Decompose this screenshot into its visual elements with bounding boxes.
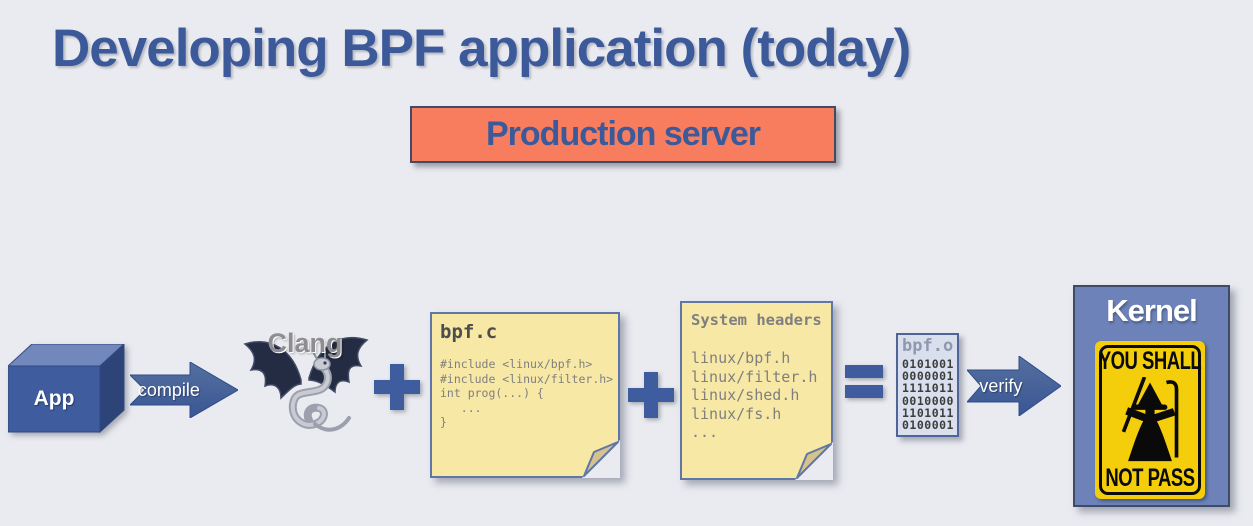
- kernel-title: Kernel: [1106, 293, 1197, 328]
- production-server-banner: Production server: [410, 106, 836, 163]
- binary-line: 1111011: [902, 381, 954, 396]
- verify-arrow: verify: [965, 355, 1062, 417]
- header-line: linux/shed.h: [691, 386, 800, 404]
- code-line: int prog(...) {: [440, 386, 544, 400]
- header-line: ...: [691, 423, 719, 441]
- production-server-label: Production server: [486, 115, 761, 153]
- plus-icon: [374, 364, 420, 410]
- gandalf-wizard-icon: [1121, 376, 1179, 461]
- header-line: linux/bpf.h: [691, 349, 791, 367]
- compile-label: compile: [137, 379, 200, 400]
- binary-line: 0000001: [902, 369, 954, 384]
- folded-corner: [582, 440, 620, 478]
- app-label: App: [33, 387, 75, 410]
- bpfc-note: bpf.c #include <linux/bpf.h> #include <l…: [430, 312, 620, 478]
- code-line: }: [440, 415, 447, 429]
- you-shall-not-pass-sign: YOU SHALL NOT PASS: [1095, 341, 1205, 499]
- binary-line: 0100001: [902, 418, 954, 433]
- code-line: #include <linux/bpf.h>: [440, 357, 593, 371]
- bpfo-box: bpf.o 0101001 0000001 1111011 0010000 11…: [896, 333, 959, 437]
- kernel-box: Kernel YOU SHALL NOT PASS: [1073, 285, 1230, 507]
- sign-bottom-text: NOT PASS: [1105, 463, 1195, 492]
- bpfo-title: bpf.o: [902, 336, 954, 356]
- code-line: ...: [440, 400, 482, 415]
- clang-dragon-icon: [243, 336, 369, 432]
- clang-label: Clang: [267, 328, 343, 358]
- equals-icon: [845, 365, 883, 399]
- cube-shape: [6, 342, 126, 434]
- verify-label: verify: [979, 375, 1023, 396]
- plus-icon: [628, 372, 674, 418]
- app-box: App: [6, 342, 126, 436]
- system-headers-note: System headers linux/bpf.h linux/filter.…: [680, 301, 833, 480]
- folded-corner: [795, 442, 833, 480]
- bpfc-note-title: bpf.c: [440, 321, 498, 343]
- binary-line: 0101001: [902, 357, 954, 371]
- headers-note-title: System headers: [691, 311, 822, 329]
- code-line: #include <linux/filter.h>: [440, 371, 614, 386]
- binary-line: 1101011: [902, 405, 954, 420]
- header-line: linux/fs.h: [691, 404, 782, 423]
- header-line: linux/filter.h: [691, 367, 818, 386]
- clang-logo: Clang: [237, 326, 373, 450]
- compile-arrow: compile: [128, 361, 239, 419]
- page-title: Developing BPF application (today): [52, 19, 911, 78]
- binary-line: 0010000: [902, 393, 954, 408]
- sign-top-text: YOU SHALL: [1098, 346, 1202, 375]
